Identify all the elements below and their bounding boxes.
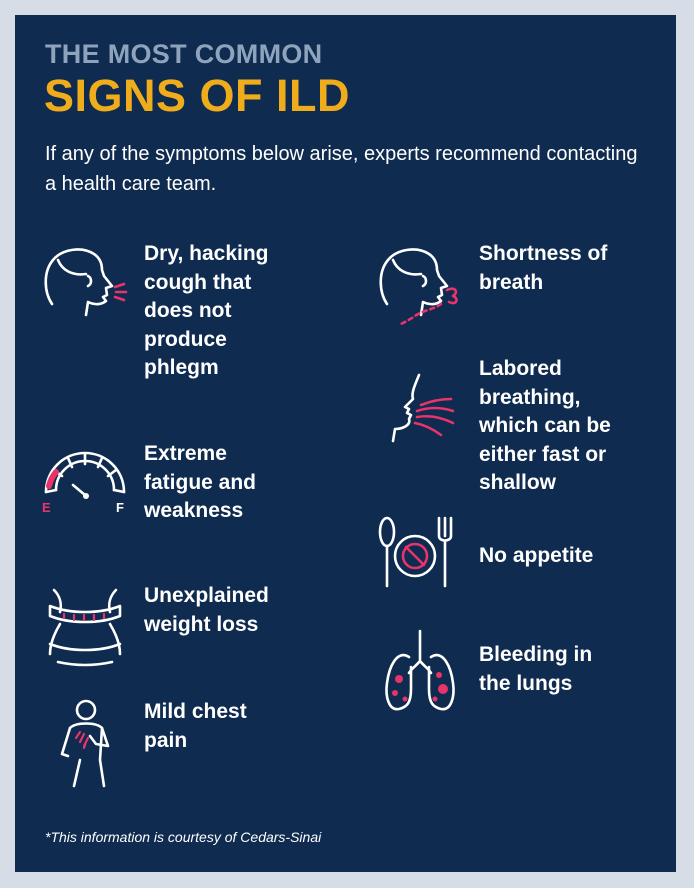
symptom-chest-pain: Mild chest pain bbox=[40, 698, 294, 788]
symptom-label: No appetite bbox=[479, 544, 594, 567]
symptom-shortness-of-breath: Shortness of breath bbox=[375, 240, 629, 330]
face-breathing-icon bbox=[375, 355, 465, 445]
chest-pain-person-icon bbox=[40, 698, 130, 788]
infographic-card: THE MOST COMMON SIGNS OF ILD If any of t… bbox=[15, 15, 676, 872]
symptom-label: Bleeding in the lungs bbox=[479, 643, 593, 695]
symptom-label: Extreme fatigue and weakness bbox=[144, 442, 257, 522]
lungs-icon bbox=[375, 627, 465, 717]
breath-head-icon bbox=[375, 240, 465, 330]
gauge-full-mark: F bbox=[116, 500, 124, 515]
plate-utensils-icon bbox=[375, 512, 465, 602]
cough-head-icon bbox=[40, 240, 130, 330]
fuel-gauge-icon: E F bbox=[40, 440, 130, 530]
symptom-bleeding-lungs: Bleeding in the lungs bbox=[375, 627, 629, 717]
footnote: *This information is courtesy of Cedars-… bbox=[45, 829, 322, 845]
intro-text: If any of the symptoms below arise, expe… bbox=[45, 143, 638, 195]
gauge-empty-mark: E bbox=[42, 500, 51, 515]
symptom-no-appetite: No appetite bbox=[375, 512, 629, 602]
symptom-label: Labored breathing, which can be either f… bbox=[479, 357, 611, 494]
symptom-label: Unexplained weight loss bbox=[144, 584, 269, 636]
symptom-label: Dry, hacking cough that does not produce… bbox=[144, 242, 269, 379]
symptom-dry-cough: Dry, hacking cough that does not produce… bbox=[40, 240, 294, 383]
symptom-fatigue: E F Extreme fatigue and weakness bbox=[40, 440, 294, 530]
symptom-label: Shortness of breath bbox=[479, 242, 608, 294]
symptom-weight-loss: Unexplained weight loss bbox=[40, 582, 294, 672]
symptom-labored-breathing: Labored breathing, which can be either f… bbox=[375, 355, 629, 498]
page-title: SIGNS OF ILD bbox=[44, 70, 351, 121]
symptom-label: Mild chest pain bbox=[144, 700, 247, 752]
kicker-heading: THE MOST COMMON bbox=[45, 39, 323, 69]
waist-tape-icon bbox=[40, 582, 130, 672]
